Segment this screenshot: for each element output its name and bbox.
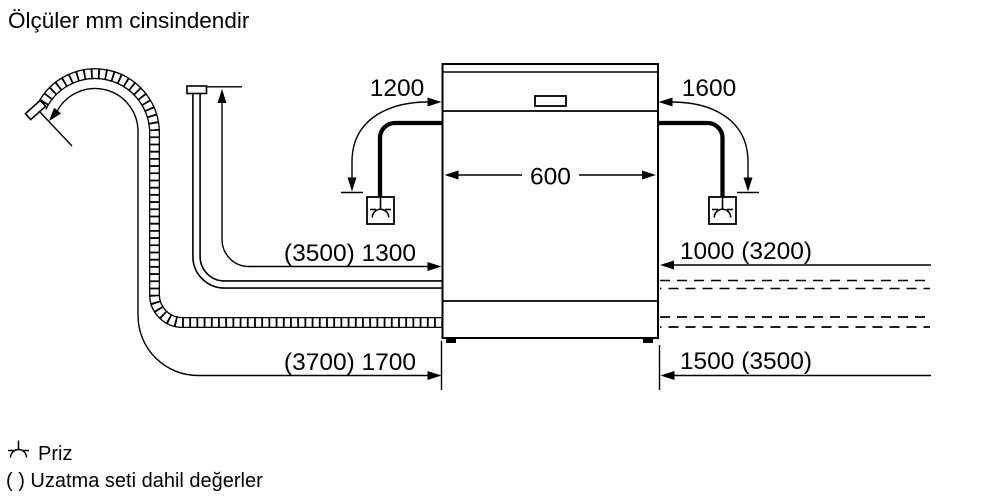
- control-display: [534, 95, 567, 107]
- cord-dimension-left: [341, 97, 442, 194]
- power-socket-left: [366, 196, 395, 225]
- tap-connector-cap: [186, 85, 208, 95]
- appliance-foot-left: [446, 338, 456, 343]
- drain-dimension-right: [660, 371, 931, 380]
- legend-brackets-note: ( ) Uzatma seti dahil değerler: [6, 470, 263, 492]
- width-dimension: [444, 170, 656, 180]
- dim-label-cord-left: 1200: [370, 75, 425, 102]
- drain-dimension-left: [49, 87, 442, 380]
- power-socket-right: [708, 196, 737, 225]
- power-cord-left: [377, 120, 450, 197]
- appliance: [441, 63, 659, 343]
- socket-icon: [370, 198, 391, 218]
- supply-hose-extension-dashed: [660, 279, 930, 290]
- power-cord-right: [650, 120, 725, 197]
- drain-hose-end-extension-line: [38, 110, 73, 147]
- drain-hose-extension-dashed: [660, 316, 930, 328]
- drain-hose-end-cap: [24, 99, 47, 121]
- legend-socket-label: Priz: [38, 443, 72, 465]
- drain-hose: [24, 68, 450, 328]
- water-supply-pipe: [186, 85, 450, 289]
- dim-label-drain-left: (3700) 1700: [284, 349, 416, 376]
- dim-label-drain-right: 1500 (3500): [680, 348, 812, 375]
- dim-label-supply-right: 1000 (3200): [680, 238, 812, 265]
- socket-icon: [712, 198, 733, 218]
- dim-label-cord-right: 1600: [682, 75, 737, 102]
- supply-dimension-left: [217, 89, 442, 271]
- legend-socket-icon: [8, 440, 29, 458]
- dim-label-supply-left: (3500) 1300: [284, 240, 416, 267]
- diagram-title: Ölçüler mm cinsindendir: [8, 8, 250, 33]
- cord-dimension-right: [658, 97, 759, 194]
- appliance-foot-right: [643, 338, 653, 343]
- dim-label-width: 600: [530, 164, 571, 191]
- supply-dimension-right: [660, 260, 931, 270]
